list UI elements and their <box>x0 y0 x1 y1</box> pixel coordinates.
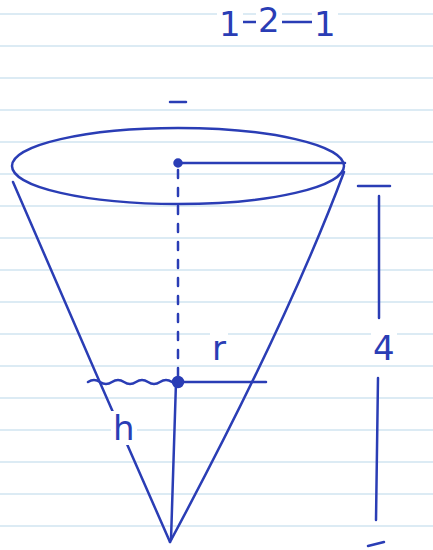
variable-label: r <box>210 331 228 365</box>
notebook-lines <box>0 14 433 526</box>
dimension-number: 4 <box>371 331 397 365</box>
dimension-number: 2 <box>256 3 282 37</box>
dimension-number: 1 <box>217 7 243 41</box>
dimension-number: 1 <box>312 7 338 41</box>
variable-label: h <box>111 411 137 445</box>
